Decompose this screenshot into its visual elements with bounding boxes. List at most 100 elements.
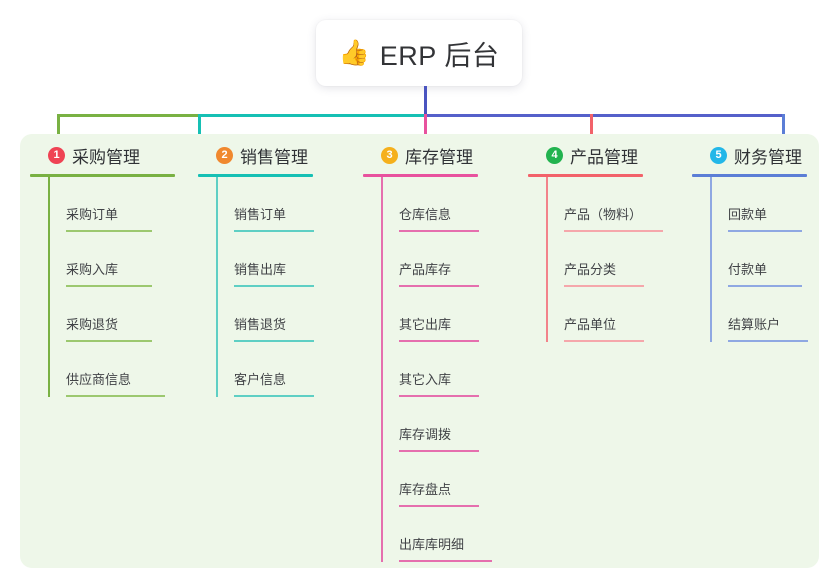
leaf-label: 客户信息 <box>234 372 287 387</box>
leaf-rule <box>728 285 802 287</box>
leaf-label: 供应商信息 <box>66 372 132 387</box>
list-item[interactable]: 仓库信息 <box>381 177 479 232</box>
leaf-label: 结算账户 <box>728 317 781 332</box>
leaf-label: 产品单位 <box>564 317 617 332</box>
leaf-label: 采购退货 <box>66 317 119 332</box>
leaf-rule <box>564 230 663 232</box>
column-title-3: 库存管理 <box>405 147 473 167</box>
root-node[interactable]: 👍 ERP 后台 <box>316 20 522 86</box>
leaf-label: 出库库明细 <box>399 537 465 552</box>
list-item[interactable]: 库存调拨 <box>381 397 479 452</box>
leaf-rule <box>564 340 644 342</box>
leaf-label: 销售退货 <box>234 317 287 332</box>
list-item[interactable]: 供应商信息 <box>48 342 175 397</box>
badge-4: 4 <box>546 146 563 164</box>
column-header-1[interactable]: 1 采购管理 <box>30 142 175 168</box>
leaf-rule <box>399 505 479 507</box>
leaf-label: 其它入库 <box>399 372 452 387</box>
column-items-1: 采购订单 采购入库 采购退货 供应商信息 <box>30 177 175 397</box>
leaf-rule <box>399 230 479 232</box>
list-item[interactable]: 采购订单 <box>48 177 175 232</box>
leaf-label: 采购入库 <box>66 262 119 277</box>
leaf-label: 销售出库 <box>234 262 287 277</box>
list-item[interactable]: 产品（物料） <box>546 177 663 232</box>
leaf-rule <box>66 395 165 397</box>
leaf-label: 其它出库 <box>399 317 452 332</box>
column-title-4: 产品管理 <box>570 147 638 167</box>
list-item[interactable]: 销售订单 <box>216 177 314 232</box>
leaf-rule <box>66 340 152 342</box>
list-item[interactable]: 采购入库 <box>48 232 175 287</box>
list-item[interactable]: 销售退货 <box>216 287 314 342</box>
column-items-3: 仓库信息 产品库存 其它出库 其它入库 库存调拨 库存盘点 <box>363 177 492 562</box>
column-spine-4 <box>546 177 548 342</box>
badge-1: 1 <box>48 146 65 164</box>
column-header-4[interactable]: 4 产品管理 <box>528 142 643 168</box>
list-item[interactable]: 产品库存 <box>381 232 479 287</box>
list-item[interactable]: 其它出库 <box>381 287 479 342</box>
leaf-rule <box>234 395 314 397</box>
branch-column-3: 3 库存管理 仓库信息 产品库存 其它出库 其它入库 库存调拨 <box>363 142 492 562</box>
list-item[interactable]: 销售出库 <box>216 232 314 287</box>
list-item[interactable]: 客户信息 <box>216 342 314 397</box>
column-header-3[interactable]: 3 库存管理 <box>363 142 478 168</box>
badge-5: 5 <box>710 146 727 164</box>
root-label: ERP 后台 <box>379 40 500 71</box>
leaf-label: 库存盘点 <box>399 482 452 497</box>
branch-column-4: 4 产品管理 产品（物料） 产品分类 产品单位 <box>528 142 663 342</box>
column-rule-3 <box>363 174 478 177</box>
list-item[interactable]: 产品分类 <box>546 232 644 287</box>
list-item[interactable]: 付款单 <box>710 232 807 287</box>
connector-bus-blue <box>424 114 784 117</box>
column-items-4: 产品（物料） 产品分类 产品单位 <box>528 177 663 342</box>
badge-2: 2 <box>216 146 233 164</box>
list-item[interactable]: 产品单位 <box>546 287 644 342</box>
branch-column-1: 1 采购管理 采购订单 采购入库 采购退货 供应商信息 <box>30 142 175 397</box>
leaf-label: 回款单 <box>728 207 768 222</box>
list-item[interactable]: 库存盘点 <box>381 452 479 507</box>
leaf-label: 仓库信息 <box>399 207 452 222</box>
column-header-5[interactable]: 5 财务管理 <box>692 142 807 168</box>
column-spine-3 <box>381 177 383 562</box>
leaf-label: 产品（物料） <box>564 207 643 222</box>
column-title-5: 财务管理 <box>734 147 802 167</box>
branch-column-5: 5 财务管理 回款单 付款单 结算账户 <box>692 142 808 342</box>
leaf-label: 采购订单 <box>66 207 119 222</box>
leaf-rule <box>728 340 808 342</box>
leaf-rule <box>399 340 479 342</box>
list-item[interactable]: 出库库明细 <box>381 507 492 562</box>
leaf-rule <box>399 285 479 287</box>
leaf-rule <box>728 230 802 232</box>
leaf-rule <box>399 560 492 562</box>
column-rule-5 <box>692 174 807 177</box>
leaf-rule <box>399 450 479 452</box>
connector-root-trunk <box>424 86 427 116</box>
leaf-rule <box>234 285 314 287</box>
leaf-rule <box>399 395 479 397</box>
leaf-label: 付款单 <box>728 262 768 277</box>
leaf-label: 产品库存 <box>399 262 452 277</box>
list-item[interactable]: 其它入库 <box>381 342 479 397</box>
column-items-2: 销售订单 销售出库 销售退货 客户信息 <box>198 177 314 397</box>
leaf-label: 库存调拨 <box>399 427 452 442</box>
column-spine-2 <box>216 177 218 397</box>
badge-3: 3 <box>381 146 398 164</box>
column-spine-1 <box>48 177 50 397</box>
leaf-rule <box>66 230 152 232</box>
leaf-label: 销售订单 <box>234 207 287 222</box>
thumbs-up-icon: 👍 <box>338 38 370 67</box>
diagram-panel <box>20 134 819 568</box>
column-spine-5 <box>710 177 712 342</box>
column-rule-4 <box>528 174 643 177</box>
column-title-2: 销售管理 <box>240 147 308 167</box>
leaf-rule <box>234 340 314 342</box>
leaf-rule <box>564 285 644 287</box>
branch-column-2: 2 销售管理 销售订单 销售出库 销售退货 客户信息 <box>198 142 314 397</box>
leaf-label: 产品分类 <box>564 262 617 277</box>
column-header-2[interactable]: 2 销售管理 <box>198 142 313 168</box>
list-item[interactable]: 回款单 <box>710 177 807 232</box>
leaf-rule <box>66 285 152 287</box>
list-item[interactable]: 采购退货 <box>48 287 175 342</box>
list-item[interactable]: 结算账户 <box>710 287 808 342</box>
